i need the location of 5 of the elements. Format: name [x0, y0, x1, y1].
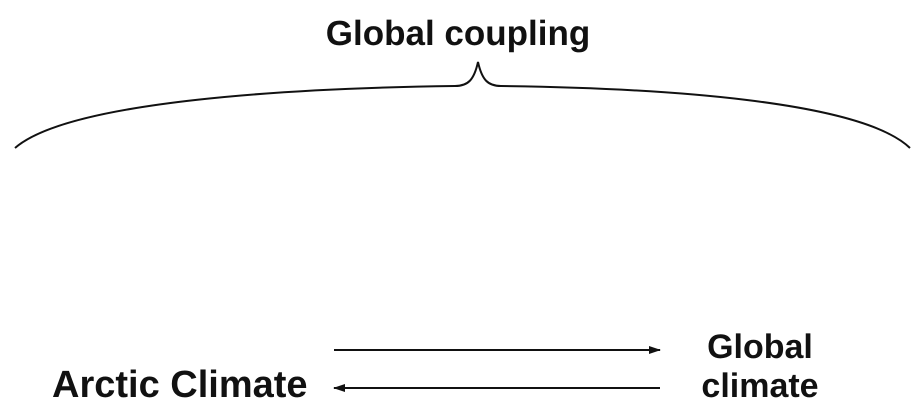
arrow — [334, 346, 661, 354]
node-label: Global climate — [700, 328, 820, 406]
diagram-title: Global coupling — [324, 14, 592, 54]
node-label: Arctic Climate — [52, 364, 309, 408]
arrow — [333, 384, 660, 392]
